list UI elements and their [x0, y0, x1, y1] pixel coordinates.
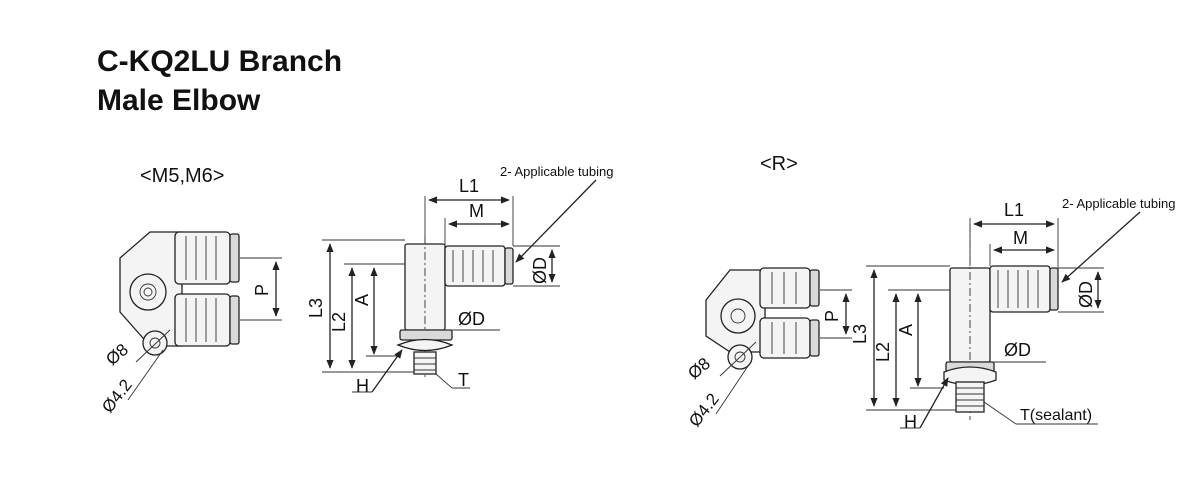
left-front-view: L1 M 2- Applicable tubing ØD L3 L2 [306, 164, 613, 396]
right-label-L1: L1 [1004, 200, 1024, 220]
right-drawing: <R> P Ø8 [684, 153, 1175, 432]
right-label-L3: L3 [850, 324, 870, 344]
right-label-L2: L2 [873, 342, 893, 362]
left-label-dia8: Ø8 [102, 340, 132, 369]
left-label-L1: L1 [459, 176, 479, 196]
left-label-P: P [252, 284, 272, 296]
right-label-tubing: 2- Applicable tubing [1062, 196, 1175, 211]
left-label-L3: L3 [306, 298, 326, 318]
left-label-H: H [356, 376, 369, 396]
left-drawing: <M5,M6> P [98, 164, 613, 416]
right-label-T: T(sealant) [1020, 407, 1092, 424]
right-label-dia42: Ø4.2 [685, 390, 723, 431]
left-label-L2: L2 [329, 312, 349, 332]
left-label-M: M [469, 201, 484, 221]
left-label-A: A [352, 294, 372, 306]
right-caption: <R> [760, 153, 798, 175]
page-title: C-KQ2LU Branch Male Elbow [97, 42, 342, 120]
right-label-D-hex: ØD [1004, 340, 1031, 360]
left-side-view: P Ø8 Ø4.2 [98, 231, 282, 416]
right-label-dia8: Ø8 [684, 354, 714, 383]
title-line-2: Male Elbow [97, 84, 261, 117]
left-label-tubing: 2- Applicable tubing [500, 164, 613, 179]
left-label-D-hex: ØD [458, 309, 485, 329]
right-label-A: A [896, 324, 916, 336]
right-front-view: L1 M 2- Applicable tubing ØD L3 L2 [850, 196, 1175, 432]
right-label-H: H [904, 412, 917, 432]
left-label-D: ØD [530, 257, 550, 284]
right-label-P: P [822, 310, 842, 322]
title-line-1: C-KQ2LU Branch [97, 45, 343, 78]
right-label-D: ØD [1076, 281, 1096, 308]
left-caption: <M5,M6> [140, 165, 224, 187]
left-label-T: T [458, 370, 469, 390]
right-side-view: P Ø8 Ø4.2 [684, 267, 852, 431]
right-label-M: M [1013, 228, 1028, 248]
